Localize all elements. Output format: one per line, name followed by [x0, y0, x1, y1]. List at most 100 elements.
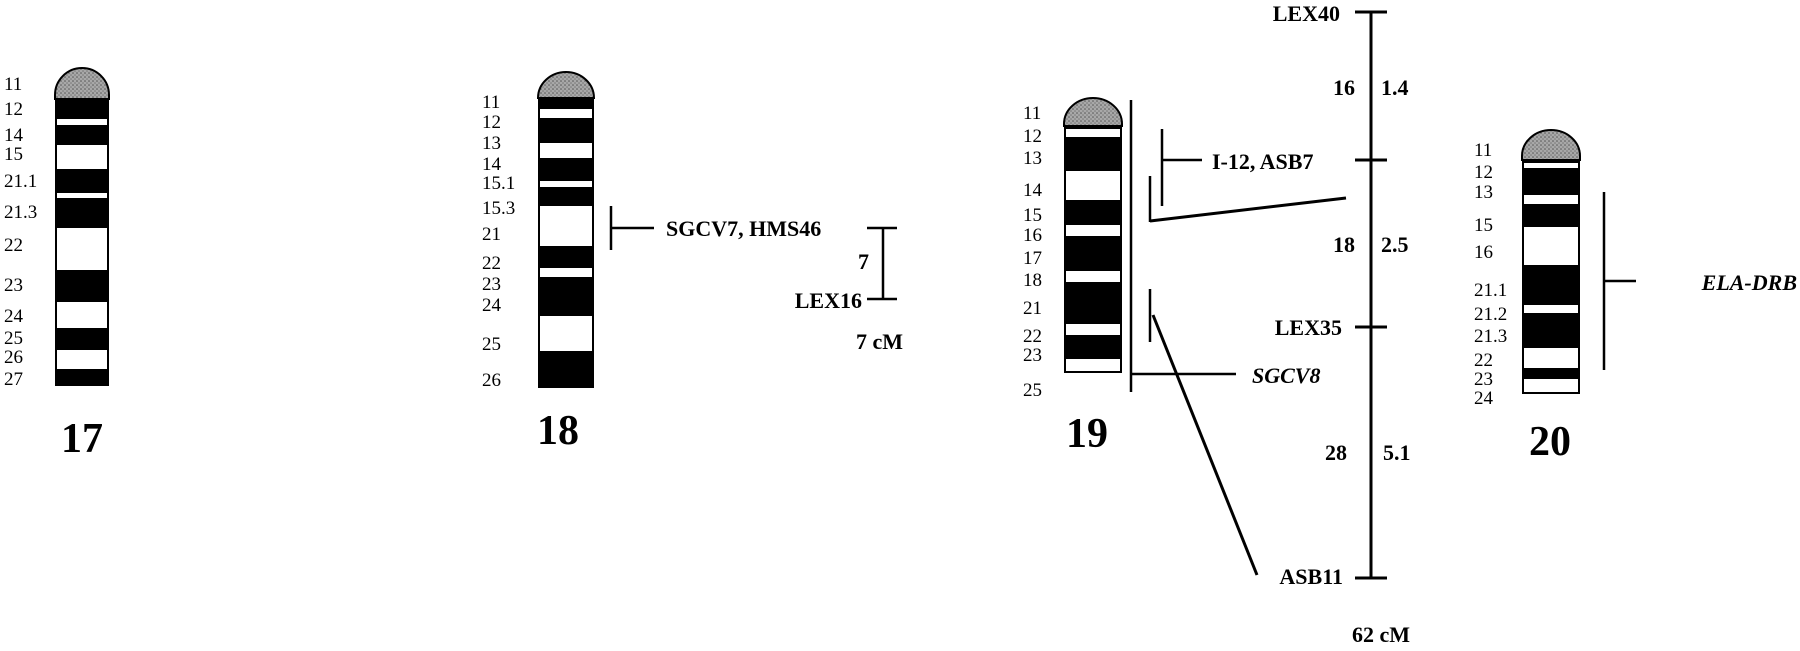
chr17-band-label: 27	[4, 369, 23, 390]
chr20-cap	[1521, 129, 1581, 161]
chr20-white-band	[1524, 379, 1578, 392]
chr18-map-total: 7 cM	[856, 329, 903, 354]
chr20-white-band	[1524, 348, 1578, 368]
chr17-band-label: 15	[4, 144, 23, 165]
chr18-white-band	[540, 316, 592, 351]
chr19-connector-asb11	[1151, 314, 1259, 576]
chr17-white-band	[57, 145, 107, 169]
chr19-band-label: 11	[1023, 103, 1041, 124]
chr18-band-label: 14	[482, 154, 502, 175]
chr17-band-label: 11	[4, 74, 22, 95]
chr18-band-label: 21	[482, 224, 501, 245]
chr20-band-label: 21.3	[1474, 326, 1507, 347]
chr17-band-label: 21.1	[4, 171, 37, 192]
chr19-band-label: 14	[1023, 180, 1043, 201]
chr19-right-value: 2.5	[1381, 232, 1409, 257]
chr17-band-label: 23	[4, 275, 23, 296]
chr19-map-total: 62 cM	[1352, 622, 1410, 646]
chr18-band-label: 23	[482, 274, 501, 295]
chr20-band-label: 23	[1474, 369, 1493, 390]
chr17-cap	[54, 67, 110, 100]
chr17-white-band	[57, 119, 107, 125]
chr19-white-band	[1066, 359, 1120, 371]
chr20-band-label: 11	[1474, 140, 1492, 161]
chromosome-19: 11 12 13 14 15 16 17 18 21 22 23 25 19 S…	[1023, 1, 1411, 647]
chr19-white-band	[1066, 129, 1120, 137]
chr20-band-label: 15	[1474, 215, 1493, 236]
chr18-white-band	[540, 268, 592, 277]
chr17-white-band	[57, 193, 107, 198]
chr17-white-band	[57, 350, 107, 369]
chr19-white-band	[1066, 324, 1120, 335]
chr19-right-value: 1.4	[1381, 75, 1409, 100]
chr18-band-label: 22	[482, 253, 501, 274]
chr19-white-band	[1066, 225, 1120, 236]
chromosome-20: 11 12 13 15 16 21.1 21.2 21.3 22 23 24 2…	[1474, 129, 1797, 465]
chr19-white-band	[1066, 271, 1120, 282]
chr20-band-label: 24	[1474, 388, 1494, 409]
chr19-band-label: 21	[1023, 298, 1042, 319]
chr19-left-value: 28	[1325, 440, 1347, 465]
chr18-cap	[536, 71, 596, 99]
chr18-band-label: 15.1	[482, 173, 515, 194]
chr19-band-label: 17	[1023, 248, 1042, 269]
chr20-band-label: 16	[1474, 242, 1493, 263]
chr19-connector-asb7	[1149, 196, 1347, 223]
chr17-band-label: 14	[4, 125, 24, 146]
chr20-band-label: 21.2	[1474, 304, 1507, 325]
chr19-band-label: 25	[1023, 380, 1042, 401]
chr17-number: 17	[61, 416, 103, 462]
chr19-number: 19	[1066, 411, 1108, 457]
chr19-band-label: 13	[1023, 148, 1042, 169]
chr18-number: 18	[537, 408, 579, 454]
chr20-white-band	[1524, 195, 1578, 204]
chr19-left-value: 16	[1333, 75, 1355, 100]
chr20-band-label: 13	[1474, 182, 1493, 203]
chr17-white-band	[57, 228, 107, 270]
chr19-band-label: 16	[1023, 225, 1042, 246]
chr17-band-label: 25	[4, 328, 23, 349]
chr19-white-band	[1066, 171, 1120, 200]
chr18-interval-value: 7	[858, 249, 869, 274]
chr19-band-label: 12	[1023, 126, 1042, 147]
chr19-band-label: 15	[1023, 205, 1042, 226]
chr20-band-label: 21.1	[1474, 280, 1507, 301]
chr18-band-label: 11	[482, 92, 500, 113]
chr18-band-label: 25	[482, 334, 501, 355]
chr20-band-label: 12	[1474, 162, 1493, 183]
chr18-white-band	[540, 109, 592, 118]
chr18-white-band	[540, 143, 592, 158]
chr20-white-band	[1524, 305, 1578, 313]
chr19-marker-i12-asb7: I-12, ASB7	[1212, 149, 1313, 174]
chr20-band-label: 22	[1474, 350, 1493, 371]
chr18-band-label: 26	[482, 370, 501, 391]
chr18-white-band	[540, 181, 592, 187]
chr20-locus-ela-drb: ELA-DRB	[1701, 270, 1797, 295]
chr19-locus-sgcv8: SGCV8	[1252, 363, 1320, 388]
chr20-white-band	[1524, 227, 1578, 265]
chr19-left-value: 18	[1333, 232, 1355, 257]
chr17-band-label: 24	[4, 306, 24, 327]
chr18-band-label: 13	[482, 133, 501, 154]
chr19-band-label: 22	[1023, 326, 1042, 347]
chr18-band-label: 15.3	[482, 198, 515, 219]
chr19-marker-lex40: LEX40	[1273, 1, 1340, 26]
chr18-band-label: 24	[482, 295, 502, 316]
chr19-band-label: 23	[1023, 345, 1042, 366]
chr20-white-band	[1524, 163, 1578, 168]
chromosome-17: 11 12 14 15 21.1 21.3 22 23 24 25 26 27 …	[4, 67, 110, 462]
chr17-band-label: 26	[4, 347, 23, 368]
chr18-band-label: 12	[482, 112, 501, 133]
chr17-white-band	[57, 302, 107, 328]
chr19-marker-lex35: LEX35	[1275, 315, 1342, 340]
chr17-band-label: 22	[4, 235, 23, 256]
chr18-marker-lex16: LEX16	[795, 288, 862, 313]
chr19-marker-asb11: ASB11	[1279, 564, 1343, 589]
chr19-band-label: 18	[1023, 270, 1042, 291]
chr18-marker-sgcv7-hms46: SGCV7, HMS46	[666, 216, 821, 241]
chr17-band-label: 21.3	[4, 202, 37, 223]
chr19-right-value: 5.1	[1383, 440, 1411, 465]
chr19-cap	[1063, 97, 1123, 127]
